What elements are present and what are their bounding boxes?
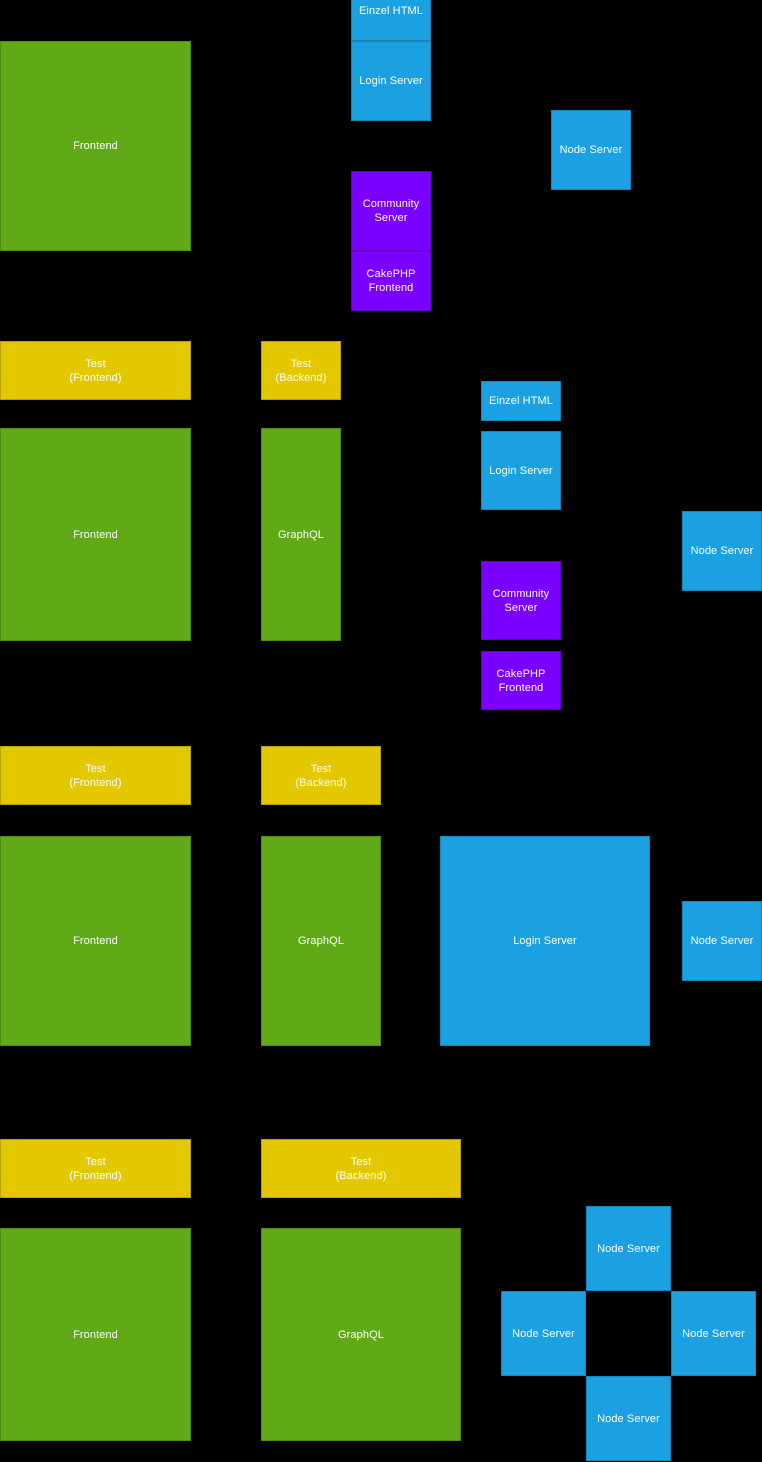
s1-node-server[interactable]: Node Server xyxy=(551,110,631,190)
s3-login-server-label: Login Server xyxy=(513,935,577,947)
s3-test-backend[interactable]: Test (Backend) xyxy=(261,746,381,805)
s2-test-backend-label: Test (Backend) xyxy=(275,357,327,384)
s1-frontend-label: Frontend xyxy=(73,140,118,152)
s2-einzel-html[interactable]: Einzel HTML xyxy=(481,381,561,421)
s4-frontend[interactable]: Frontend xyxy=(0,1228,191,1441)
s4-test-backend-label: Test (Backend) xyxy=(335,1155,387,1182)
s4-frontend-label: Frontend xyxy=(73,1328,118,1341)
s2-test-frontend-label: Test (Frontend) xyxy=(69,357,122,384)
s1-cakephp-frontend[interactable]: CakePHP Frontend xyxy=(351,251,431,311)
s1-einzel-html[interactable]: Einzel HTML xyxy=(351,0,431,41)
s1-node-server-label: Node Server xyxy=(559,144,623,156)
s4-test-frontend[interactable]: Test (Frontend) xyxy=(0,1139,191,1198)
s2-node-server-label: Node Server xyxy=(690,545,754,557)
s3-login-server[interactable]: Login Server xyxy=(440,836,650,1046)
s2-node-server[interactable]: Node Server xyxy=(682,511,762,591)
s3-frontend-label: Frontend xyxy=(73,935,118,947)
s3-node-server-label: Node Server xyxy=(690,935,754,947)
s4-test-frontend-label: Test (Frontend) xyxy=(69,1155,122,1182)
s1-community-server-label: Community Server xyxy=(362,198,420,224)
s3-test-backend-label: Test (Backend) xyxy=(295,762,347,789)
s1-login-server[interactable]: Login Server xyxy=(351,41,431,121)
s2-frontend-label: Frontend xyxy=(73,528,118,541)
s1-frontend[interactable]: Frontend xyxy=(0,41,191,251)
s2-login-server-label: Login Server xyxy=(489,464,553,477)
s3-graphql[interactable]: GraphQL xyxy=(261,836,381,1046)
s4-node-server-right-label: Node Server xyxy=(682,1327,745,1340)
s1-login-server-label: Login Server xyxy=(359,75,423,87)
s4-node-server-left[interactable]: Node Server xyxy=(501,1291,586,1376)
s4-graphql[interactable]: GraphQL xyxy=(261,1228,461,1441)
s2-frontend[interactable]: Frontend xyxy=(0,428,191,641)
s2-cakephp-frontend[interactable]: CakePHP Frontend xyxy=(481,651,561,710)
s2-graphql[interactable]: GraphQL xyxy=(261,428,341,641)
s3-graphql-label: GraphQL xyxy=(298,935,344,947)
s3-test-frontend-label: Test (Frontend) xyxy=(69,762,122,789)
s2-cakephp-frontend-label: CakePHP Frontend xyxy=(496,667,546,694)
s2-community-server[interactable]: Community Server xyxy=(481,561,561,640)
s4-node-server-top-label: Node Server xyxy=(597,1242,660,1255)
s4-node-server-bottom[interactable]: Node Server xyxy=(586,1376,671,1461)
s2-test-frontend[interactable]: Test (Frontend) xyxy=(0,341,191,400)
s2-community-server-label: Community Server xyxy=(492,587,550,614)
s2-test-backend[interactable]: Test (Backend) xyxy=(261,341,341,400)
s4-node-server-left-label: Node Server xyxy=(512,1327,575,1340)
s4-test-backend[interactable]: Test (Backend) xyxy=(261,1139,461,1198)
s4-graphql-label: GraphQL xyxy=(338,1328,384,1341)
s4-node-server-top[interactable]: Node Server xyxy=(586,1206,671,1291)
s3-frontend[interactable]: Frontend xyxy=(0,836,191,1046)
s2-graphql-label: GraphQL xyxy=(278,528,324,541)
s1-cakephp-frontend-label: CakePHP Frontend xyxy=(366,268,416,294)
s3-test-frontend[interactable]: Test (Frontend) xyxy=(0,746,191,805)
s4-node-server-bottom-label: Node Server xyxy=(597,1412,660,1425)
s1-community-server[interactable]: Community Server xyxy=(351,171,431,251)
s4-node-server-right[interactable]: Node Server xyxy=(671,1291,756,1376)
s2-einzel-html-label: Einzel HTML xyxy=(488,395,554,407)
s3-node-server[interactable]: Node Server xyxy=(682,901,762,981)
s1-einzel-html-label: Einzel HTML xyxy=(358,5,424,17)
s2-login-server[interactable]: Login Server xyxy=(481,431,561,510)
